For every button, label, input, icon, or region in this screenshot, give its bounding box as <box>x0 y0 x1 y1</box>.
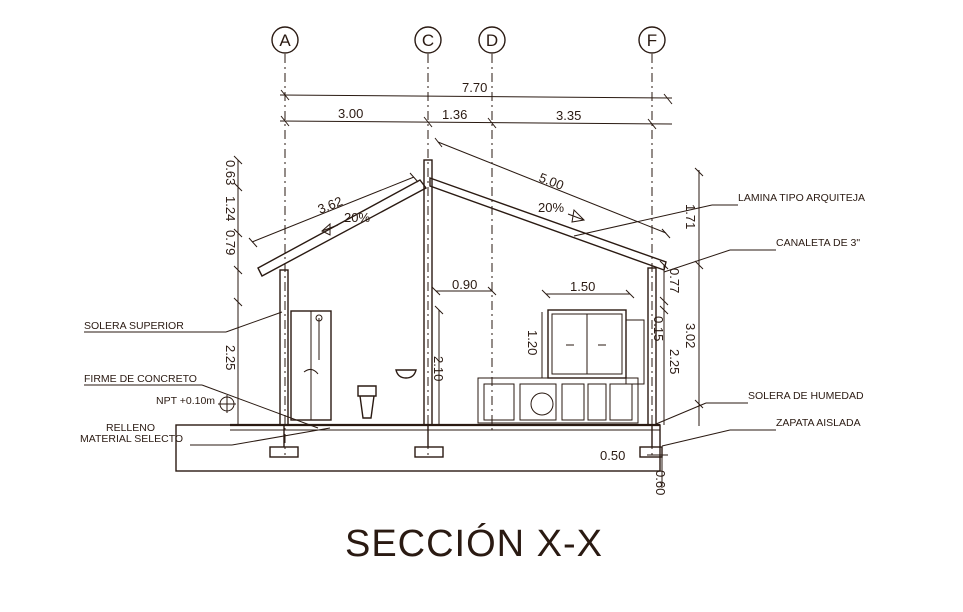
axis-c: C <box>414 26 442 455</box>
label-fill-2: MATERIAL SELECTO <box>80 433 183 445</box>
dim-roof-right: 5.00 <box>537 170 566 193</box>
label-top-beam: SOLERA SUPERIOR <box>84 320 184 332</box>
dim-left-mid: 1.24 <box>223 196 238 221</box>
label-gutter: CANALETA DE 3" <box>776 237 860 249</box>
bathroom <box>290 310 417 421</box>
kitchen <box>477 309 645 424</box>
ground <box>175 423 663 472</box>
kitchen-counter <box>477 377 639 424</box>
dim-window-height: 1.20 <box>525 330 540 355</box>
label-floor-level: NPT +0.10m <box>156 395 215 407</box>
dim-door-width: 0.90 <box>452 277 477 292</box>
interior-dimensions: 0.90 2.10 1.50 1.20 <box>431 277 635 425</box>
callouts: LAMINA TIPO ARQUITEJA CANALETA DE 3" SOL… <box>80 192 865 447</box>
axis-d: D <box>478 26 506 430</box>
label-footing: ZAPATA AISLADA <box>776 417 861 429</box>
dim-footing-width: 0.50 <box>600 448 625 463</box>
dim-right-top: 1.71 <box>683 204 698 229</box>
slope-right-text: 20% <box>538 200 564 215</box>
dim-footing-depth: 0.60 <box>653 470 668 495</box>
dim-total-width: 7.70 <box>462 80 487 95</box>
dim-span-d-f: 3.35 <box>556 108 581 123</box>
dim-span-a-c: 3.00 <box>338 106 363 121</box>
axis-d-label: D <box>486 31 498 50</box>
dim-roof-left: 3.62 <box>316 193 345 216</box>
grid-axes: A C D F <box>271 26 666 455</box>
dim-left-top: 0.63 <box>223 160 238 185</box>
axis-c-label: C <box>422 31 434 50</box>
right-vertical-dims: 1.71 3.02 0.77 0.15 2.25 0.50 0.60 <box>600 167 704 495</box>
axis-a: A <box>271 26 299 455</box>
dim-right-mid: 0.77 <box>667 268 682 293</box>
dim-left-wall: 2.25 <box>223 345 238 370</box>
label-damp-beam: SOLERA DE HUMEDAD <box>748 390 864 402</box>
label-roof-sheet: LAMINA TIPO ARQUITEJA <box>738 192 865 204</box>
top-dimensions: 7.70 3.00 1.36 3.35 <box>279 80 673 130</box>
slope-left-text: 20% <box>344 210 370 225</box>
dim-door-height: 2.10 <box>431 356 446 381</box>
left-vertical-dims: 0.63 1.24 0.79 2.25 <box>223 155 243 425</box>
toilet <box>357 385 377 419</box>
dim-right-small: 0.15 <box>651 316 666 341</box>
dim-span-c-d: 1.36 <box>442 107 467 122</box>
axis-f: F <box>638 26 666 455</box>
dim-window-width: 1.50 <box>570 279 595 294</box>
axis-f-label: F <box>647 31 657 50</box>
axis-a-label: A <box>279 31 291 50</box>
roof: 3.62 20% 5.00 20% <box>248 137 671 277</box>
label-concrete-floor: FIRME DE CONCRETO <box>84 373 197 385</box>
section-title: SECCIÓN X-X <box>345 522 603 565</box>
label-fill-1: RELLENO <box>106 422 155 434</box>
sink <box>395 369 417 379</box>
dim-left-low: 0.79 <box>223 230 238 255</box>
dim-right-total: 3.02 <box>683 323 698 348</box>
dim-right-wall: 2.25 <box>667 349 682 374</box>
